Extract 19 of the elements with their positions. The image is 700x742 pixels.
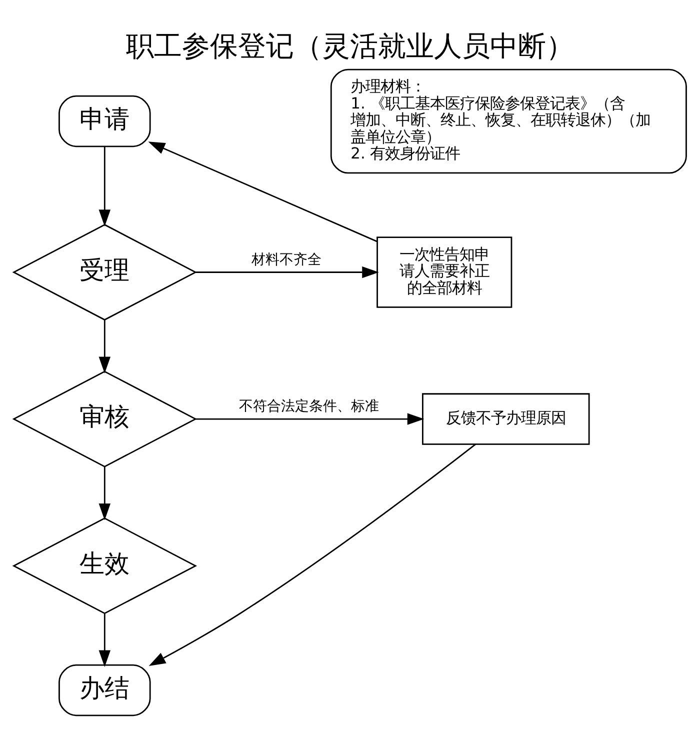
node-box: 一次性告知申请人需要补正的全部材料 — [376, 236, 512, 308]
node-box: 反馈不予办理原因 — [422, 392, 590, 444]
node-box: 办结 — [58, 664, 151, 716]
arrow — [148, 141, 378, 242]
node-box: 办理材料： 1. 《职工基本医疗保险参保登记表》（含增加、中断、终止、恢复、在职转退休）（加盖单位公章） 2. 有效身份证件 — [330, 68, 687, 174]
node-box: 申请 — [58, 94, 151, 147]
arrow — [98, 613, 111, 667]
diagram-title: 职工参保登记（灵活就业人员中断） — [126, 29, 574, 62]
arrow — [98, 320, 111, 373]
node-diamond: 审核 — [12, 370, 198, 467]
arrow — [196, 412, 424, 424]
node-diamond: 受理 — [12, 223, 198, 320]
arrow — [98, 466, 111, 520]
edge-label: 材料不齐全 — [251, 251, 322, 268]
arrow — [98, 146, 111, 226]
edge-label: 不符合法定条件、标准 — [239, 398, 380, 414]
arrow — [148, 443, 476, 666]
node-diamond: 生效 — [12, 517, 198, 614]
arrow — [196, 266, 379, 278]
